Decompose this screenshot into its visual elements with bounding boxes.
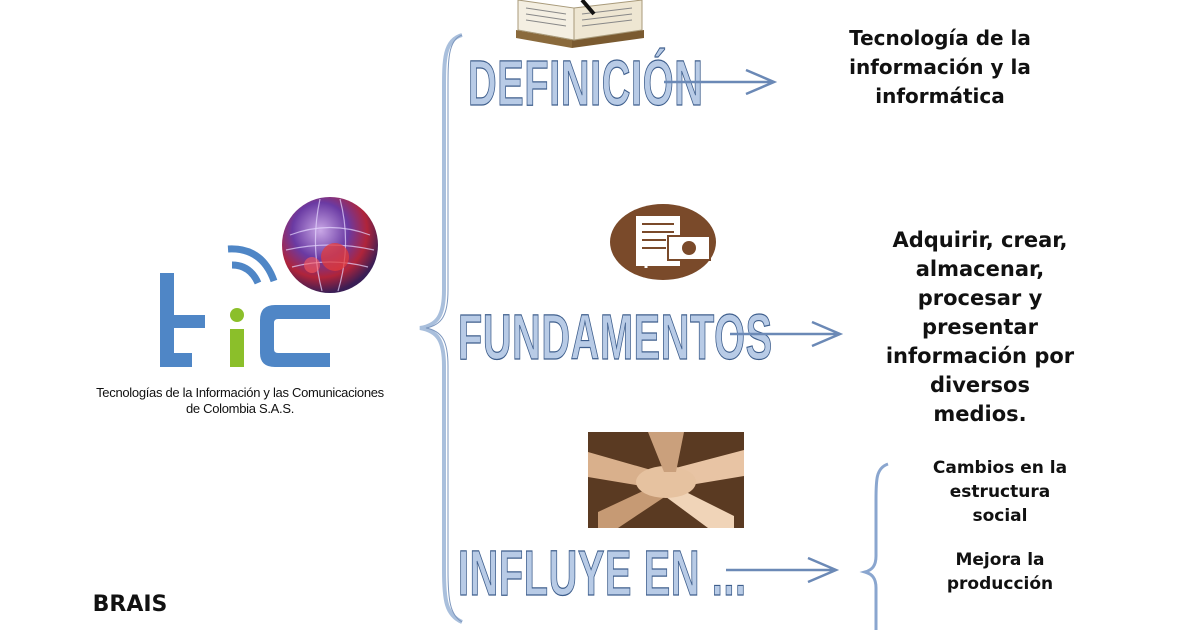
- logo-caption: Tecnologías de la Información y las Comu…: [60, 385, 420, 417]
- arrow-fundamentos: [730, 320, 844, 348]
- sub-item-2: Mejora la producción: [946, 550, 1054, 594]
- tic-letters: [160, 245, 330, 367]
- heading-influye: INFLUYE EN ...: [458, 537, 747, 609]
- text-definicion: Tecnología de la información y la inform…: [849, 26, 1031, 108]
- tic-logo: [150, 195, 390, 380]
- heading-fundamentos: FUNDAMENTOS: [458, 301, 773, 373]
- heading-definicion: DEFINICIÓN: [468, 47, 704, 119]
- stacked-hands-icon: [588, 432, 744, 528]
- document-icon: [610, 204, 716, 280]
- text-fundamentos: Adquirir, crear, almacenar, procesar y p…: [885, 228, 1075, 426]
- sub-item-1: Cambios en la estructura social: [932, 458, 1068, 526]
- book-glasses-icon: [516, 0, 644, 48]
- globe-icon: [282, 197, 378, 293]
- author-name: BRAIS: [92, 592, 168, 617]
- sub-brace: [859, 462, 889, 630]
- logo-caption-line1: Tecnologías de la Información y las Comu…: [96, 385, 384, 400]
- arrow-influye: [726, 556, 840, 584]
- arrow-definicion: [664, 68, 778, 96]
- logo-caption-line2: de Colombia S.A.S.: [185, 401, 295, 416]
- main-brace: [419, 33, 463, 624]
